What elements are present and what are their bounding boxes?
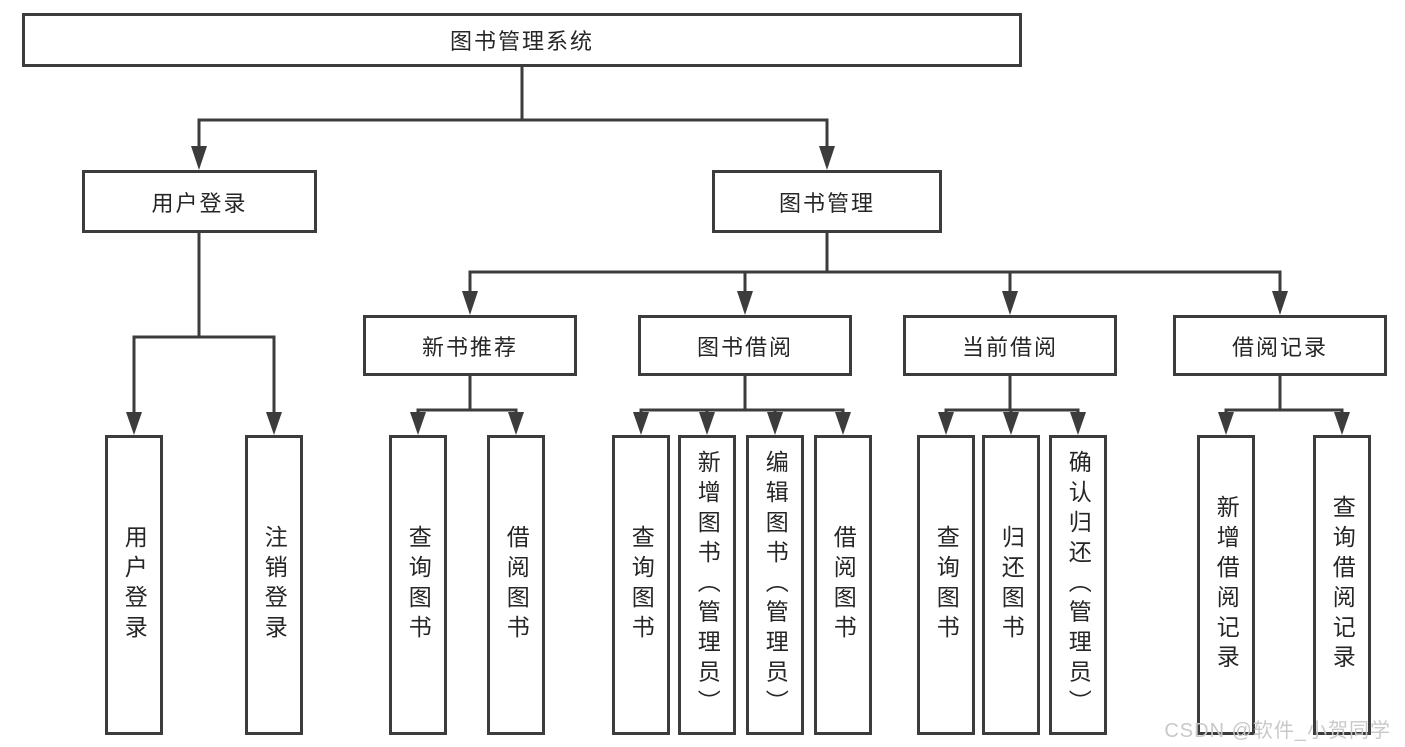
node-user-login: 用户登录 (82, 170, 317, 233)
node-label: 用户登录 (151, 190, 248, 216)
node-label: 新增借阅记录 (1213, 495, 1240, 675)
node-label: 图书借阅 (696, 334, 793, 360)
node-leaf-borrow-books: 借阅图书 (814, 435, 872, 735)
node-label: 注销登录 (261, 525, 288, 645)
node-leaf-logout: 注销登录 (245, 435, 303, 735)
node-label: 当前借阅 (961, 334, 1058, 360)
node-label: 归还图书 (998, 525, 1025, 645)
node-root: 图书管理系统 (22, 13, 1022, 67)
node-label: 查询借阅记录 (1329, 495, 1356, 675)
node-leaf-query-books-borrow: 查询图书 (612, 435, 670, 735)
node-borrowing-records: 借阅记录 (1173, 315, 1387, 376)
arrowheads (126, 146, 1350, 435)
node-label: 查询图书 (405, 525, 432, 645)
node-leaf-confirm-return-admin: 确认归还（管理员） (1049, 435, 1107, 735)
node-label: 新书推荐 (421, 334, 518, 360)
node-leaf-add-borrow-record: 新增借阅记录 (1197, 435, 1255, 735)
node-book-borrowing: 图书借阅 (638, 315, 852, 376)
node-current-borrowing: 当前借阅 (903, 315, 1117, 376)
node-label: 借阅图书 (830, 525, 857, 645)
node-leaf-query-books-current: 查询图书 (917, 435, 975, 735)
node-leaf-borrow-books-recommend: 借阅图书 (487, 435, 545, 735)
node-new-book-recommend: 新书推荐 (363, 315, 577, 376)
node-label: 编辑图书（管理员） (762, 450, 789, 720)
node-leaf-add-book-admin: 新增图书（管理员） (678, 435, 736, 735)
node-leaf-edit-book-admin: 编辑图书（管理员） (746, 435, 804, 735)
node-label: 确认归还（管理员） (1065, 450, 1092, 720)
node-label: 新增图书（管理员） (694, 450, 721, 720)
node-label: 借阅记录 (1231, 334, 1328, 360)
node-label: 用户登录 (121, 525, 148, 645)
csdn-watermark: CSDN @软件_小贺同学 (1164, 720, 1391, 742)
node-leaf-query-borrow-record: 查询借阅记录 (1313, 435, 1371, 735)
node-leaf-return-book: 归还图书 (982, 435, 1040, 735)
node-leaf-user-login: 用户登录 (105, 435, 163, 735)
node-label: 借阅图书 (503, 525, 530, 645)
node-leaf-query-books-recommend: 查询图书 (389, 435, 447, 735)
node-label: 图书管理系统 (449, 29, 594, 54)
node-book-management: 图书管理 (712, 170, 942, 233)
node-label: 查询图书 (933, 525, 960, 645)
node-label: 查询图书 (628, 525, 655, 645)
node-label: 图书管理 (778, 190, 875, 216)
